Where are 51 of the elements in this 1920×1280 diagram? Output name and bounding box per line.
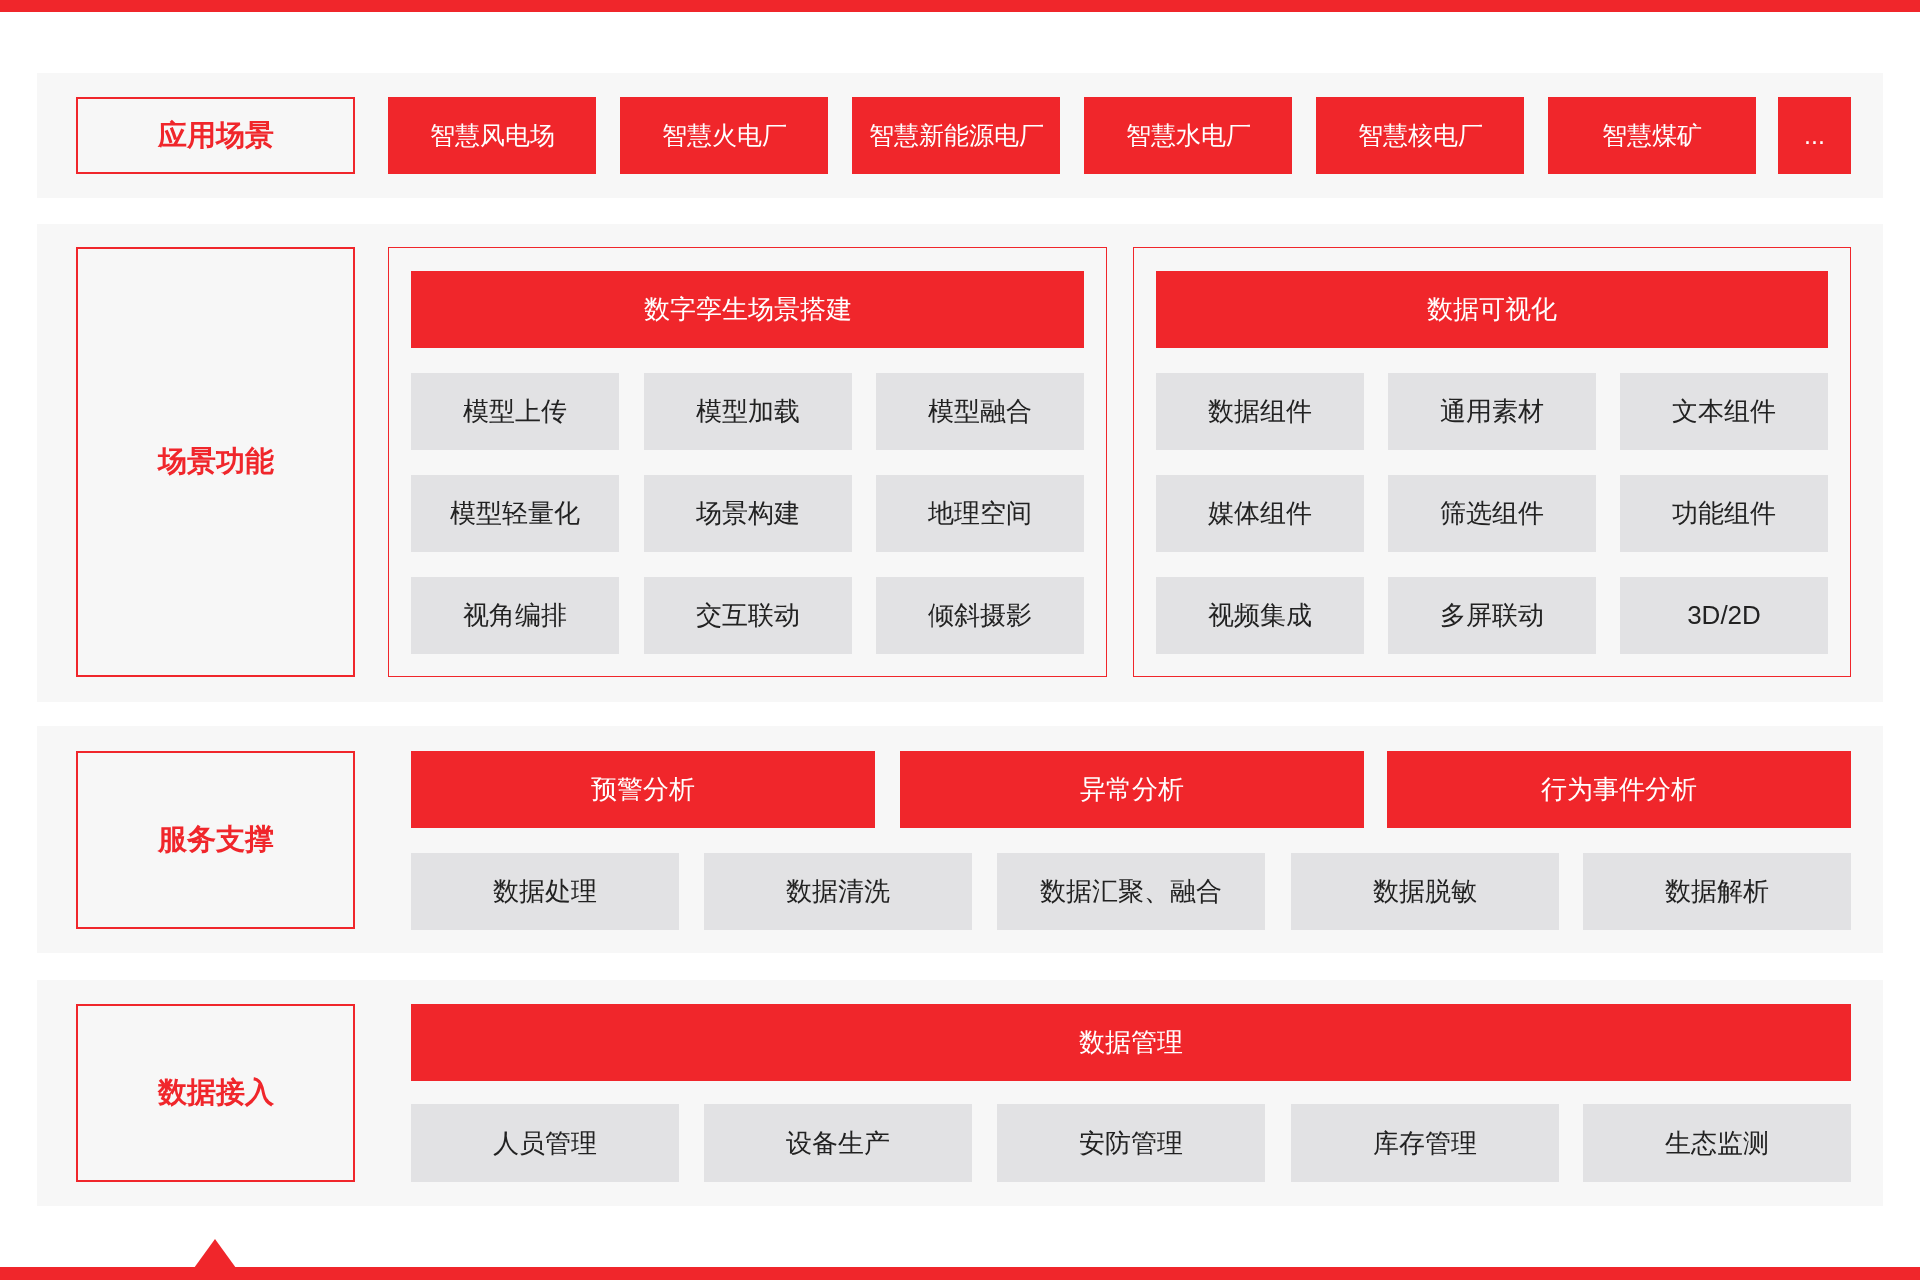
- feature-tile: 文本组件: [1620, 373, 1828, 450]
- feature-tile: 人员管理: [411, 1104, 679, 1182]
- feature-tile: 模型上传: [411, 373, 619, 450]
- layer-title-box: 数据接入: [76, 1004, 355, 1182]
- layer-title-box: 服务支撑: [76, 751, 355, 929]
- section-header-bar: 数据管理: [411, 1004, 1851, 1081]
- feature-tile: 通用素材: [1388, 373, 1596, 450]
- feature-tile: 媒体组件: [1156, 475, 1364, 552]
- feature-tile: 安防管理: [997, 1104, 1265, 1182]
- section-header-bar: 行为事件分析: [1387, 751, 1851, 828]
- scenario-tag: 智慧水电厂: [1084, 97, 1292, 174]
- section-header-bar: 数字孪生场景搭建: [411, 271, 1084, 348]
- feature-tile: 数据清洗: [704, 853, 972, 930]
- layer-band: [37, 224, 1883, 702]
- scenario-tag: 智慧新能源电厂: [852, 97, 1060, 174]
- section-header-bar: 数据可视化: [1156, 271, 1828, 348]
- feature-tile: 视频集成: [1156, 577, 1364, 654]
- feature-tile: 数据解析: [1583, 853, 1851, 930]
- section-header-bar: 预警分析: [411, 751, 875, 828]
- feature-tile: 模型轻量化: [411, 475, 619, 552]
- feature-tile: 倾斜摄影: [876, 577, 1084, 654]
- module-panel: [1133, 247, 1851, 677]
- feature-tile: 数据组件: [1156, 373, 1364, 450]
- feature-tile: 视角编排: [411, 577, 619, 654]
- layer-title-box: 应用场景: [76, 97, 355, 174]
- layer-title-box: 场景功能: [76, 247, 355, 677]
- scenario-tag: 智慧煤矿: [1548, 97, 1756, 174]
- feature-tile: 场景构建: [644, 475, 852, 552]
- feature-tile: 库存管理: [1291, 1104, 1559, 1182]
- feature-tile: 地理空间: [876, 475, 1084, 552]
- feature-tile: 功能组件: [1620, 475, 1828, 552]
- feature-tile: 3D/2D: [1620, 577, 1828, 654]
- scenario-tag: 智慧风电场: [388, 97, 596, 174]
- scenario-tag: 智慧火电厂: [620, 97, 828, 174]
- module-panel: [388, 247, 1107, 677]
- layer-band: [37, 980, 1883, 1206]
- feature-tile: 模型融合: [876, 373, 1084, 450]
- layer-band: [37, 726, 1883, 953]
- feature-tile: 筛选组件: [1388, 475, 1596, 552]
- feature-tile: 多屏联动: [1388, 577, 1596, 654]
- feature-tile: 生态监测: [1583, 1104, 1851, 1182]
- feature-tile: 数据汇聚、融合: [997, 853, 1265, 930]
- scenario-tag: ...: [1778, 97, 1851, 174]
- feature-tile: 数据处理: [411, 853, 679, 930]
- feature-tile: 模型加载: [644, 373, 852, 450]
- feature-tile: 数据脱敏: [1291, 853, 1559, 930]
- layer-band: [37, 73, 1883, 198]
- feature-tile: 交互联动: [644, 577, 852, 654]
- feature-tile: 设备生产: [704, 1104, 972, 1182]
- scenario-tag: 智慧核电厂: [1316, 97, 1524, 174]
- section-header-bar: 异常分析: [900, 751, 1364, 828]
